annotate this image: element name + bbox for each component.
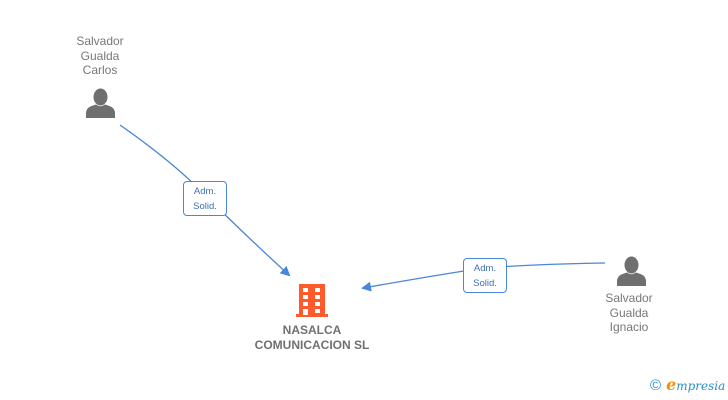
person-name-line: Salvador <box>605 291 653 305</box>
person-name-carlos[interactable]: Salvador Gualda Carlos <box>58 34 142 78</box>
brand-initial: e <box>666 375 677 394</box>
company-name[interactable]: NASALCA COMUNICACION SL <box>232 323 392 353</box>
edge-label-role: Adm. Solid. <box>463 258 507 293</box>
person-name-line: Salvador <box>76 34 124 48</box>
company-name-line: COMUNICACION SL <box>254 338 370 352</box>
company-name-line: NASALCA <box>282 323 342 337</box>
person-name-ignacio[interactable]: Salvador Gualda Ignacio <box>587 291 671 335</box>
brand-rest: mpresia <box>676 379 726 393</box>
role-line: Solid. <box>193 201 217 212</box>
person-icon[interactable] <box>86 88 115 118</box>
brand-name: empresia <box>666 375 726 394</box>
empresia-logo[interactable]: © empresia <box>650 375 726 394</box>
person-name-line: Gualda <box>80 48 120 63</box>
person-name-line: Carlos <box>82 63 118 77</box>
person-name-line: Gualda <box>609 305 649 320</box>
role-line: Adm. <box>193 186 217 197</box>
building-icon[interactable] <box>296 284 328 317</box>
person-name-line: Ignacio <box>609 320 649 334</box>
person-icon[interactable] <box>617 256 646 286</box>
copyright-icon: © <box>650 377 662 394</box>
role-line: Adm. <box>473 263 497 274</box>
edge-label-role: Adm. Solid. <box>183 181 227 216</box>
role-line: Solid. <box>473 278 497 289</box>
